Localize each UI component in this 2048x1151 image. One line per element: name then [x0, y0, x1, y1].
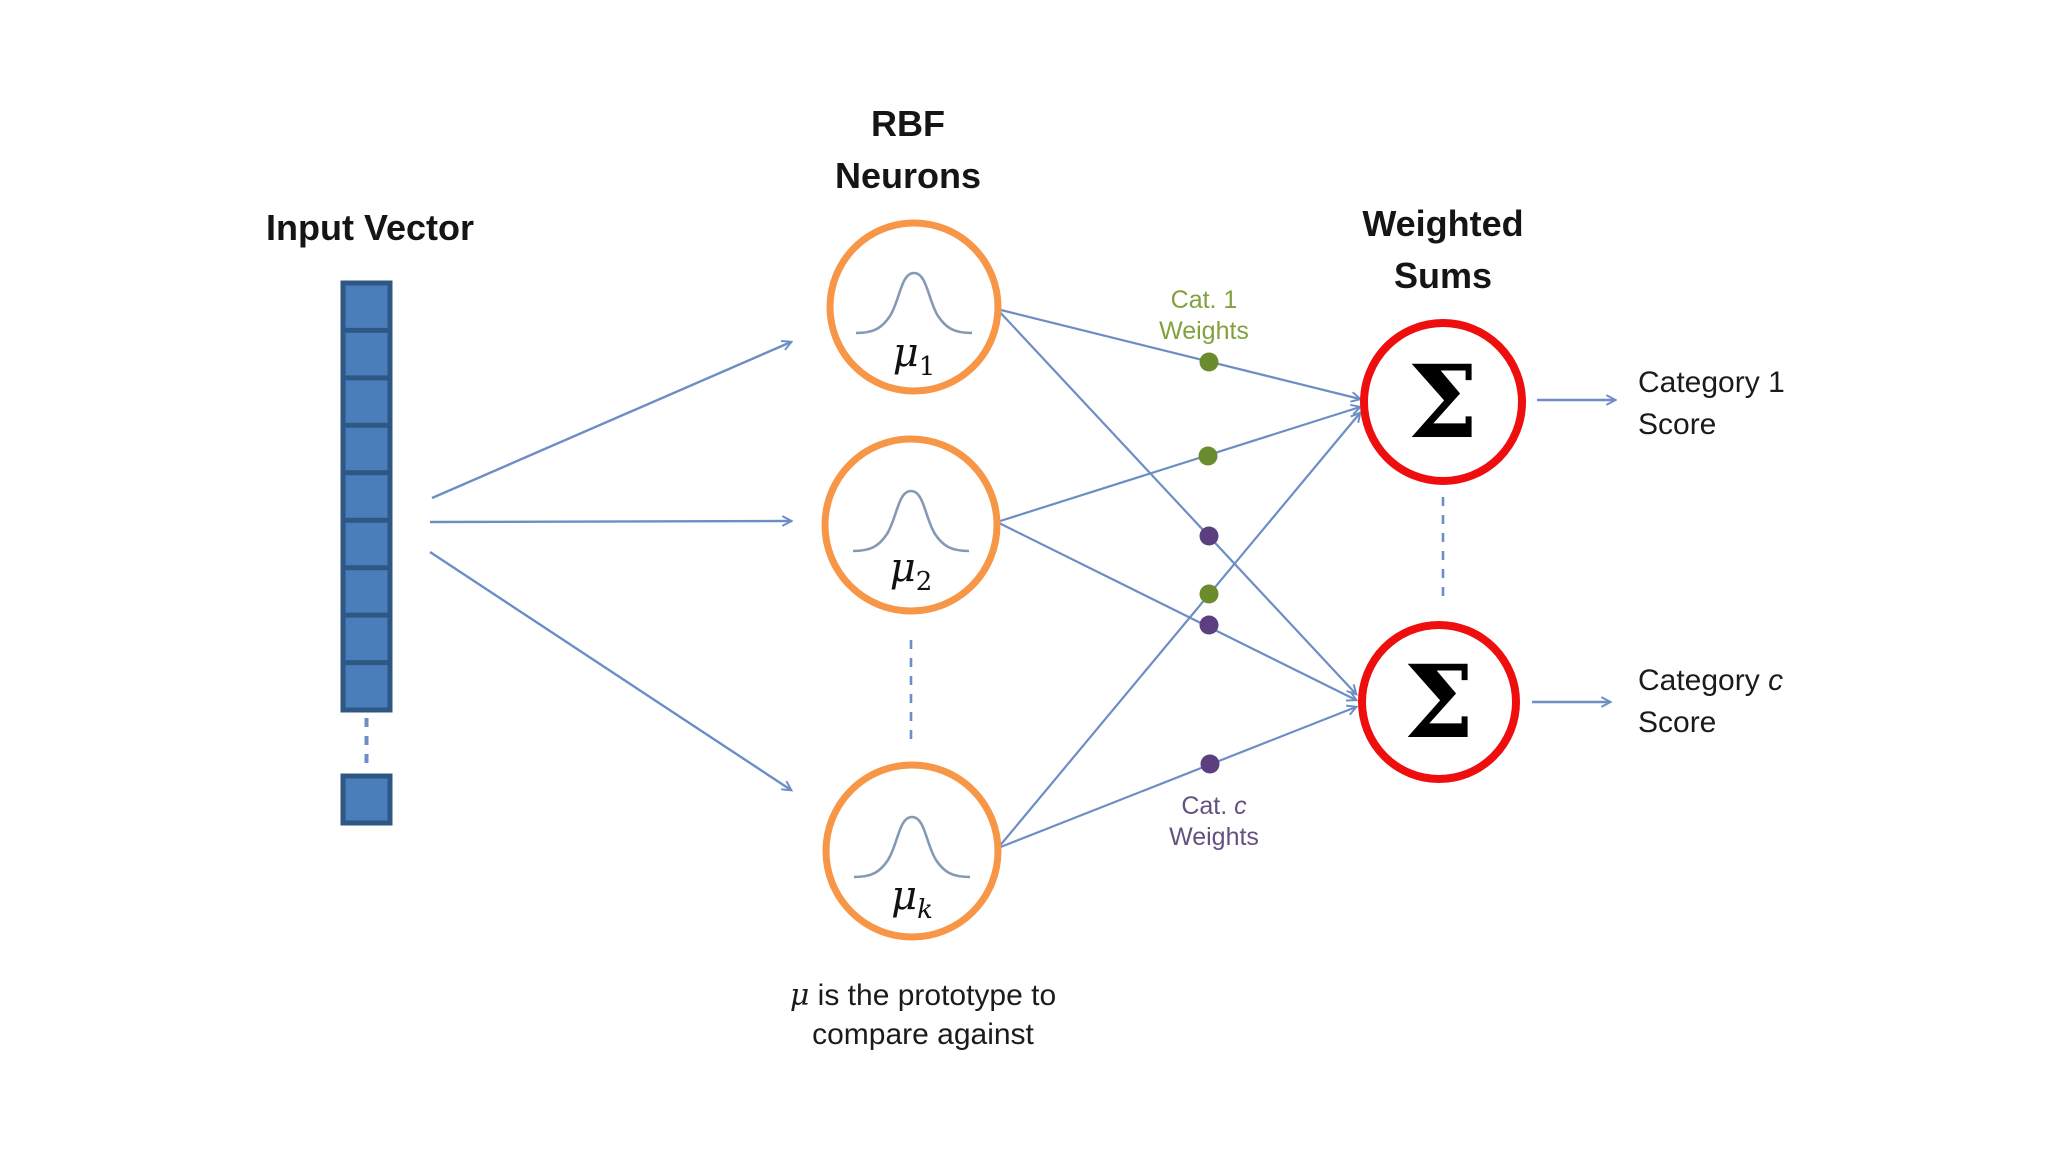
- input-vector-title: Input Vector: [265, 207, 475, 248]
- catc-weight-dot-2: [1199, 615, 1219, 635]
- neuron-label-muk: μk: [850, 874, 974, 932]
- arrow-input-mu1: [431, 342, 791, 500]
- category1-line2: Score: [1638, 408, 1717, 441]
- edge-mu1-sum1: [996, 307, 1360, 399]
- catc-weights-line1: Cat. c: [1150, 791, 1278, 822]
- cat1-weight-dot-3: [1199, 584, 1219, 604]
- catc-weights-line2: Weights: [1169, 823, 1259, 851]
- mu2-symbol: μ: [889, 545, 916, 591]
- categoryc-line2: Score: [1638, 706, 1717, 739]
- catc-weights-variable: c: [1234, 792, 1247, 820]
- sum-circle-catc: [1358, 621, 1520, 783]
- categoryc-score-label: Category c Score: [1638, 660, 1868, 744]
- arrow-input-muk: [429, 550, 791, 790]
- catc-weight-dot-1: [1199, 526, 1219, 546]
- catc-weight-dot-3: [1200, 754, 1220, 774]
- edge-mu2-sum1: [996, 407, 1360, 524]
- rbf-neurons-title: RBF Neurons: [808, 98, 1008, 202]
- input-vector-last-cell: [340, 773, 393, 826]
- cat1-weight-dot-2: [1198, 446, 1218, 466]
- bell-curve-mu1-icon: [855, 271, 973, 335]
- weighted-title-line2: Sums: [1393, 255, 1493, 296]
- muk-symbol: μ: [891, 873, 918, 919]
- neuron-label-mu2: μ2: [849, 546, 973, 604]
- mu1-symbol: μ: [892, 330, 919, 376]
- edge-mu1-sumc: [996, 308, 1356, 694]
- note-mu-symbol: μ: [789, 978, 810, 1013]
- categoryc-variable: c: [1768, 664, 1784, 697]
- rbf-neuron-nodes: [821, 219, 1002, 941]
- input-vector-column: [340, 280, 393, 826]
- neuron-circle-mu1: [826, 219, 1002, 395]
- categoryc-line1: Category c: [1638, 660, 1868, 702]
- prototype-note: μ is the prototype to compare against: [762, 976, 1084, 1054]
- edge-muk-sum1: [997, 413, 1360, 849]
- sigma-symbol-catc: Σ: [1403, 643, 1475, 761]
- mu2-subscript: 2: [915, 567, 933, 597]
- bell-curve-mu2-icon: [852, 489, 970, 553]
- cat1-weight-dot-1: [1199, 352, 1219, 372]
- neuron-label-mu1: μ1: [852, 331, 976, 389]
- categoryc-prefix: Category: [1638, 664, 1769, 697]
- bell-curve-muk-icon: [853, 815, 971, 879]
- prototype-note-line1: μ is the prototype to: [762, 976, 1084, 1015]
- note-line1-text: is the prototype to: [809, 979, 1057, 1012]
- catc-weights-label: Cat. c Weights: [1150, 791, 1278, 853]
- cat1-weights-line1: Cat. 1: [1170, 286, 1238, 314]
- rbf-title-line1: RBF: [871, 103, 945, 144]
- gaussian-bell-curves: [852, 271, 973, 879]
- cat1-weights-line2: Weights: [1159, 317, 1249, 345]
- cat1-weights-label: Cat. 1 Weights: [1140, 285, 1268, 347]
- weighted-sums-title: Weighted Sums: [1340, 198, 1546, 302]
- mu1-subscript: 1: [918, 352, 936, 382]
- neuron-to-sum-edges: [996, 307, 1360, 850]
- edge-muk-sumc: [997, 707, 1356, 850]
- sum-circle-cat1: [1360, 319, 1526, 485]
- input-vector-body: [340, 280, 393, 713]
- sum-to-score-arrows: [1532, 400, 1615, 702]
- prototype-note-line2: compare against: [812, 1018, 1034, 1051]
- weight-dots: [1198, 352, 1220, 774]
- neuron-circle-muk: [822, 761, 1002, 941]
- rbf-title-line2: Neurons: [834, 155, 982, 196]
- sigma-symbol-cat1: Σ: [1407, 343, 1479, 461]
- edge-mu2-sumc: [996, 521, 1356, 700]
- category1-line1: Category 1: [1638, 366, 1785, 399]
- category1-score-label: Category 1 Score: [1638, 362, 1868, 446]
- weighted-sum-nodes: [1358, 319, 1526, 783]
- muk-subscript: k: [917, 895, 933, 925]
- neuron-circle-mu2: [821, 435, 1001, 615]
- catc-weights-prefix: Cat.: [1181, 792, 1235, 820]
- input-to-neuron-arrows: [429, 342, 791, 790]
- weighted-title-line1: Weighted: [1362, 203, 1524, 244]
- input-vector-cell-dividers: [343, 327, 390, 666]
- arrow-input-mu2: [429, 521, 791, 522]
